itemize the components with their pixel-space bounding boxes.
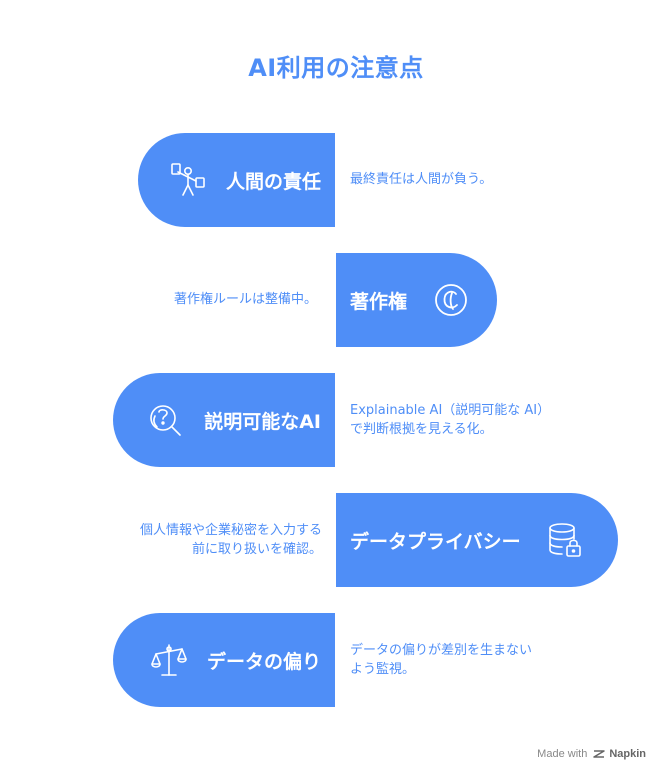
balance-scale-icon xyxy=(147,638,191,682)
item-data-bias: データの偏り xyxy=(113,613,335,707)
item-description: 個人情報や企業秘密を入力する 前に取り扱いを確認。 xyxy=(139,523,322,557)
item-label: データの偏り xyxy=(206,650,321,673)
made-with-napkin-credit: Made with Napkin xyxy=(537,748,646,760)
copyright-icon xyxy=(429,278,473,322)
footer-brand: Napkin xyxy=(609,748,646,760)
item-label: 著作権 xyxy=(350,290,408,313)
item-label: データプライバシー xyxy=(350,530,521,553)
page-title: AI利用の注意点 xyxy=(248,54,424,82)
database-lock-icon xyxy=(543,518,587,562)
person-holding-paper-icon xyxy=(166,158,210,202)
footer-made-with: Made with xyxy=(537,748,588,760)
item-copyright: 著作権 xyxy=(336,253,497,347)
item-human-responsibility: 人間の責任 xyxy=(138,133,335,227)
item-description: Explainable AI（説明可能な AI） で判断根拠を見える化。 xyxy=(350,403,551,437)
item-explainable-ai: 説明可能なAI xyxy=(113,373,335,467)
head-magnifier-icon xyxy=(144,398,188,442)
item-description: 最終責任は人間が負う。 xyxy=(350,172,493,187)
item-description: データの偏りが差別を生まない よう監視。 xyxy=(350,643,533,677)
item-label: 説明可能なAI xyxy=(204,410,321,433)
item-description: 著作権ルールは整備中。 xyxy=(173,292,317,307)
item-label: 人間の責任 xyxy=(225,170,321,193)
item-data-privacy: データプライバシー xyxy=(336,493,618,587)
napkin-logo-icon xyxy=(593,750,606,758)
